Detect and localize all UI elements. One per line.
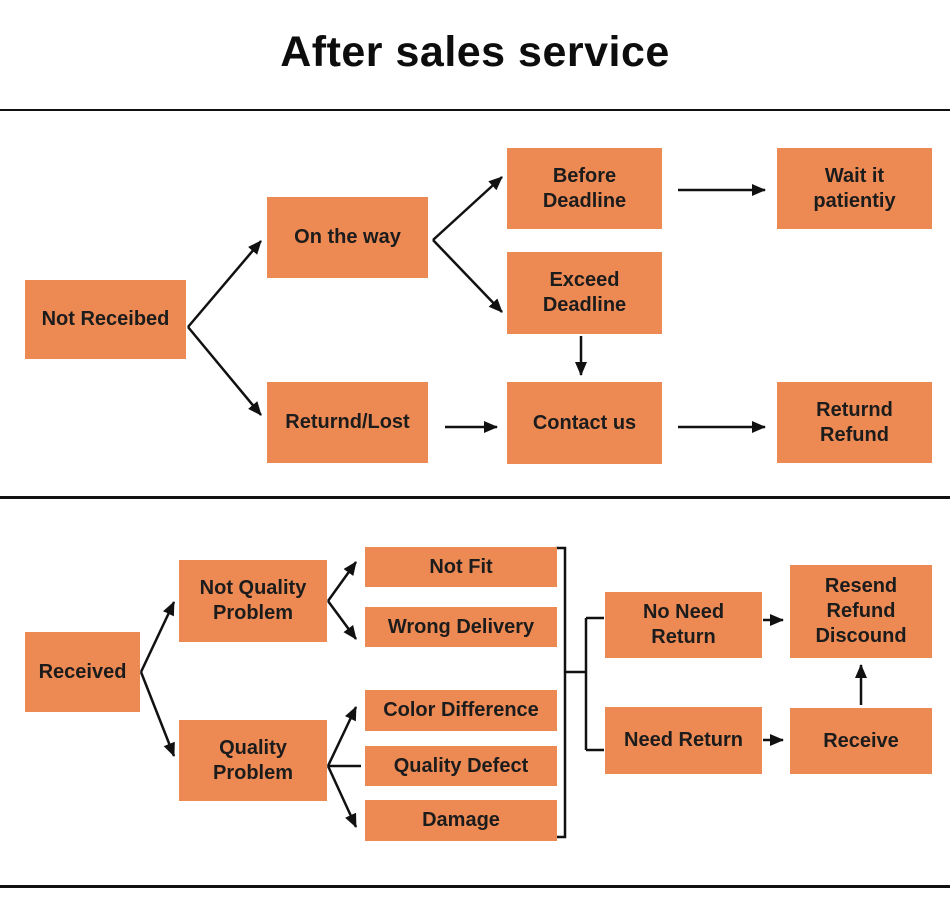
node-receive: Receive [790, 708, 932, 774]
node-not-received: Not Receibed [25, 280, 186, 359]
node-quality-defect: Quality Defect [365, 746, 557, 786]
node-received: Received [25, 632, 140, 712]
node-not-fit: Not Fit [365, 547, 557, 587]
node-returned-lost: Returnd/Lost [267, 382, 428, 463]
node-quality-problem: Quality Problem [179, 720, 327, 801]
node-wait-patiently: Wait it patientiy [777, 148, 932, 229]
divider-middle [0, 496, 950, 499]
node-before-deadline: Before Deadline [507, 148, 662, 229]
node-no-need-return: No Need Return [605, 592, 762, 658]
node-not-quality-problem: Not Quality Problem [179, 560, 327, 642]
node-wrong-delivery: Wrong Delivery [365, 607, 557, 647]
node-on-the-way: On the way [267, 197, 428, 278]
node-damage: Damage [365, 800, 557, 841]
node-return-refund: Returnd Refund [777, 382, 932, 463]
node-need-return: Need Return [605, 707, 762, 774]
node-contact-us: Contact us [507, 382, 662, 464]
divider-top [0, 109, 950, 111]
node-color-difference: Color Difference [365, 690, 557, 731]
page-title: After sales service [280, 28, 670, 76]
divider-bottom [0, 885, 950, 888]
node-resend-refund-discound: Resend Refund Discound [790, 565, 932, 658]
node-exceed-deadline: Exceed Deadline [507, 252, 662, 334]
